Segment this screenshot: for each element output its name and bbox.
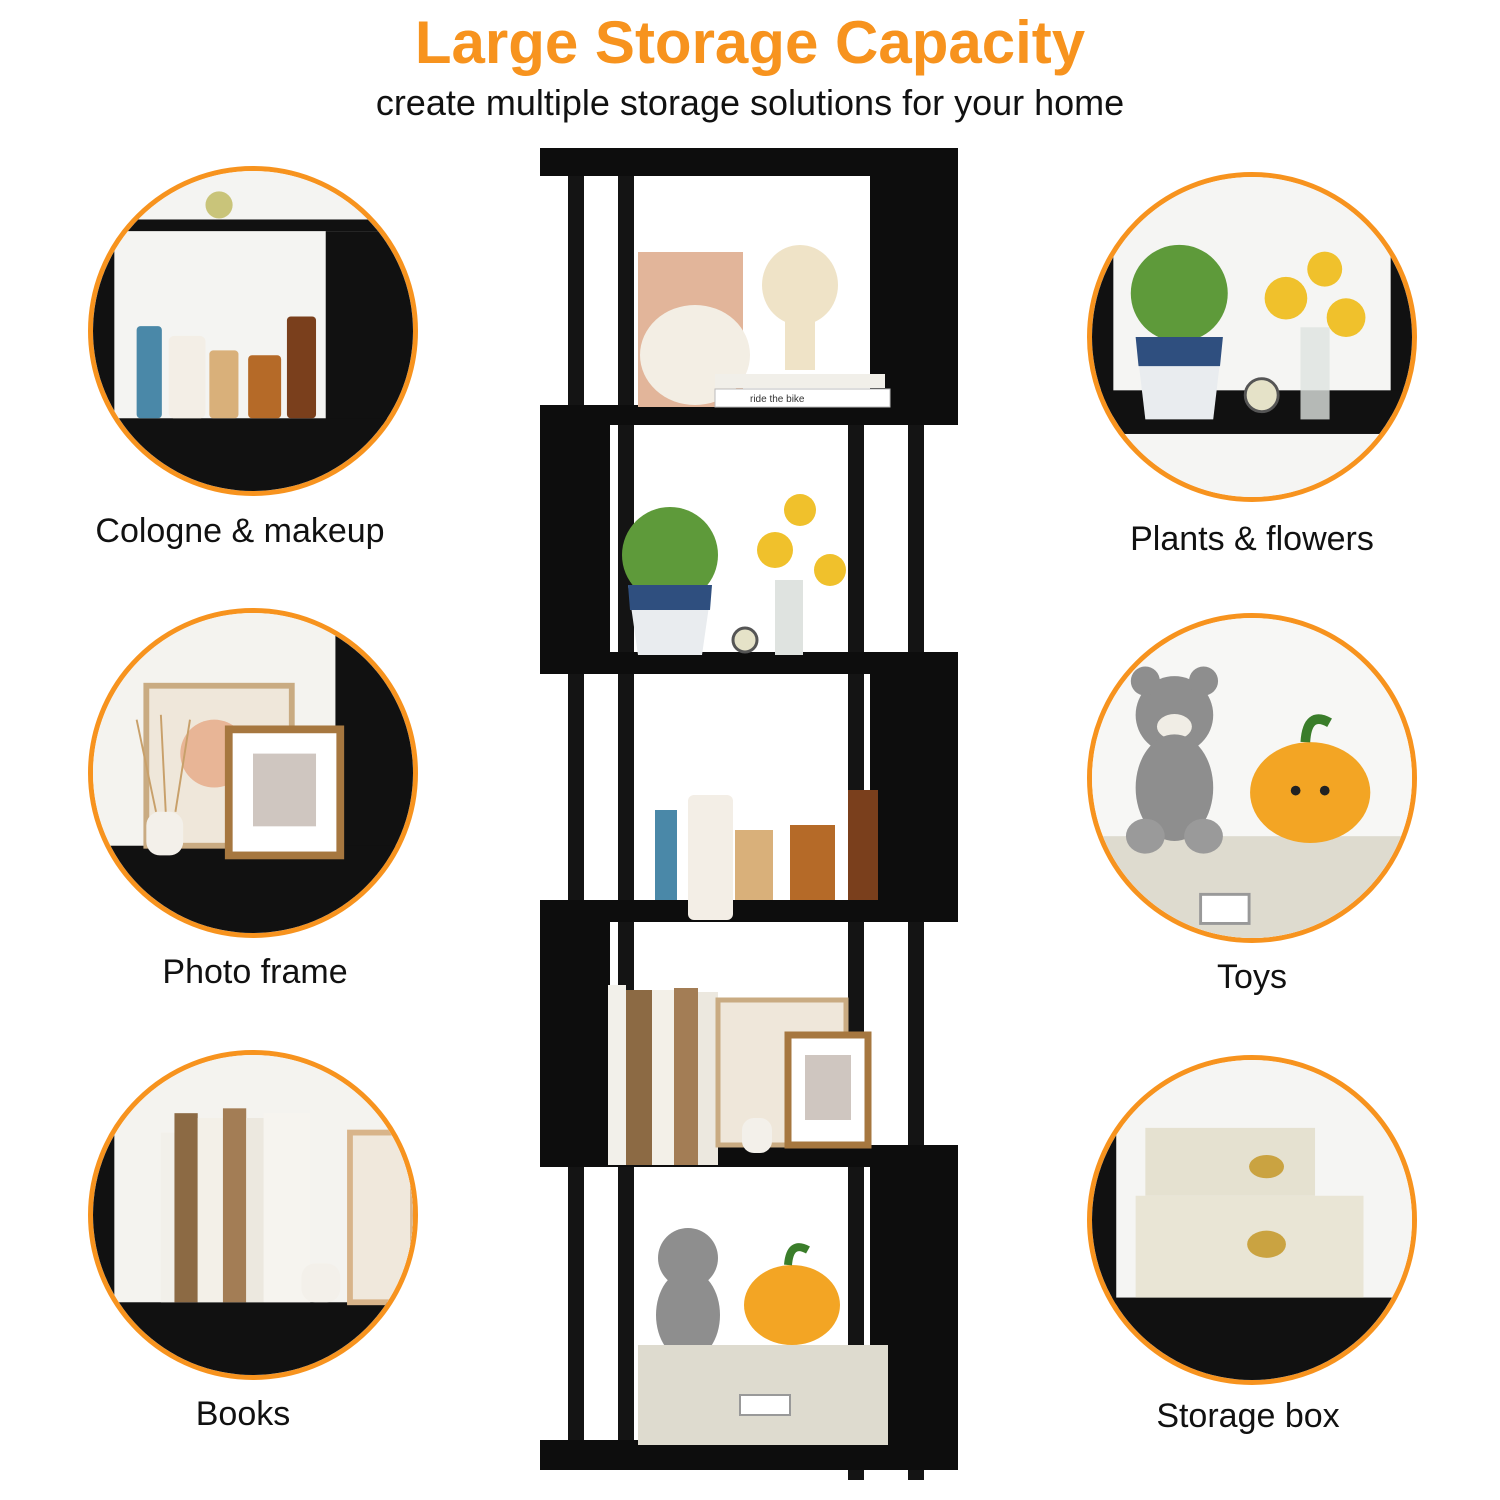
plant-icon	[1092, 177, 1412, 497]
toys-circle	[1087, 613, 1417, 943]
teddy-bear-icon	[1092, 618, 1412, 938]
photo-frame-label: Photo frame	[162, 953, 348, 991]
storage-box-icon	[1092, 1060, 1412, 1380]
books-icon	[93, 1055, 413, 1375]
cologne-makeup-label: Cologne & makeup	[95, 512, 385, 550]
toys-label: Toys	[1217, 958, 1287, 996]
book-title-text: ride the bike	[750, 394, 805, 405]
storage-box-circle	[1087, 1055, 1417, 1385]
bookshelf-illustration: ride the bike	[530, 140, 970, 1480]
plants-flowers-circle	[1087, 172, 1417, 502]
page-subtitle: create multiple storage solutions for yo…	[375, 82, 1125, 123]
page-title: Large Storage Capacity	[414, 9, 1086, 76]
photo-frame-icon	[93, 613, 413, 933]
storage-box-label: Storage box	[1156, 1397, 1340, 1435]
cologne-makeup-circle	[88, 166, 418, 496]
photo-frame-circle	[88, 608, 418, 938]
books-circle	[88, 1050, 418, 1380]
books-label: Books	[195, 1395, 291, 1433]
plants-flowers-label: Plants & flowers	[1130, 520, 1374, 558]
cosmetics-icon	[93, 171, 413, 491]
s-shaped-bookshelf: ride the bike	[540, 148, 958, 1480]
